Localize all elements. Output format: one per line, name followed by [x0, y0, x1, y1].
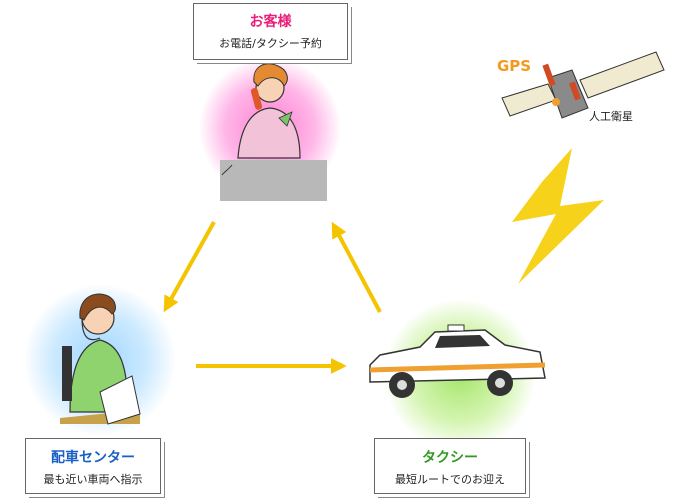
taxi-subtitle: 最短ルートでのお迎え [395, 473, 505, 486]
dispatch-center-box: 配車センター 最も近い車両へ指示 [25, 438, 161, 494]
lightning-bolt-icon [512, 148, 604, 284]
dispatch-center-illustration [60, 293, 141, 425]
taxi-illustration [369, 324, 546, 398]
customer-subtitle: お電話/タクシー予約 [219, 37, 322, 50]
dispatch-center-subtitle: 最も近い車両へ指示 [43, 473, 143, 486]
customer-illustration [220, 63, 327, 201]
arrow-customer-to-center [163, 221, 216, 313]
customer-title: お客様 [249, 14, 292, 30]
gps-satellite-icon [501, 51, 665, 119]
taxi-box: タクシー 最短ルートでのお迎え [374, 438, 526, 494]
satellite-label: 人工衛星 [589, 110, 633, 123]
gps-label: GPS [497, 57, 532, 75]
dispatch-center-title: 配車センター [51, 450, 135, 466]
arrow-taxi-to-customer [331, 221, 382, 313]
taxi-title: タクシー [422, 450, 478, 466]
customer-box: お客様 お電話/タクシー予約 [193, 3, 348, 60]
